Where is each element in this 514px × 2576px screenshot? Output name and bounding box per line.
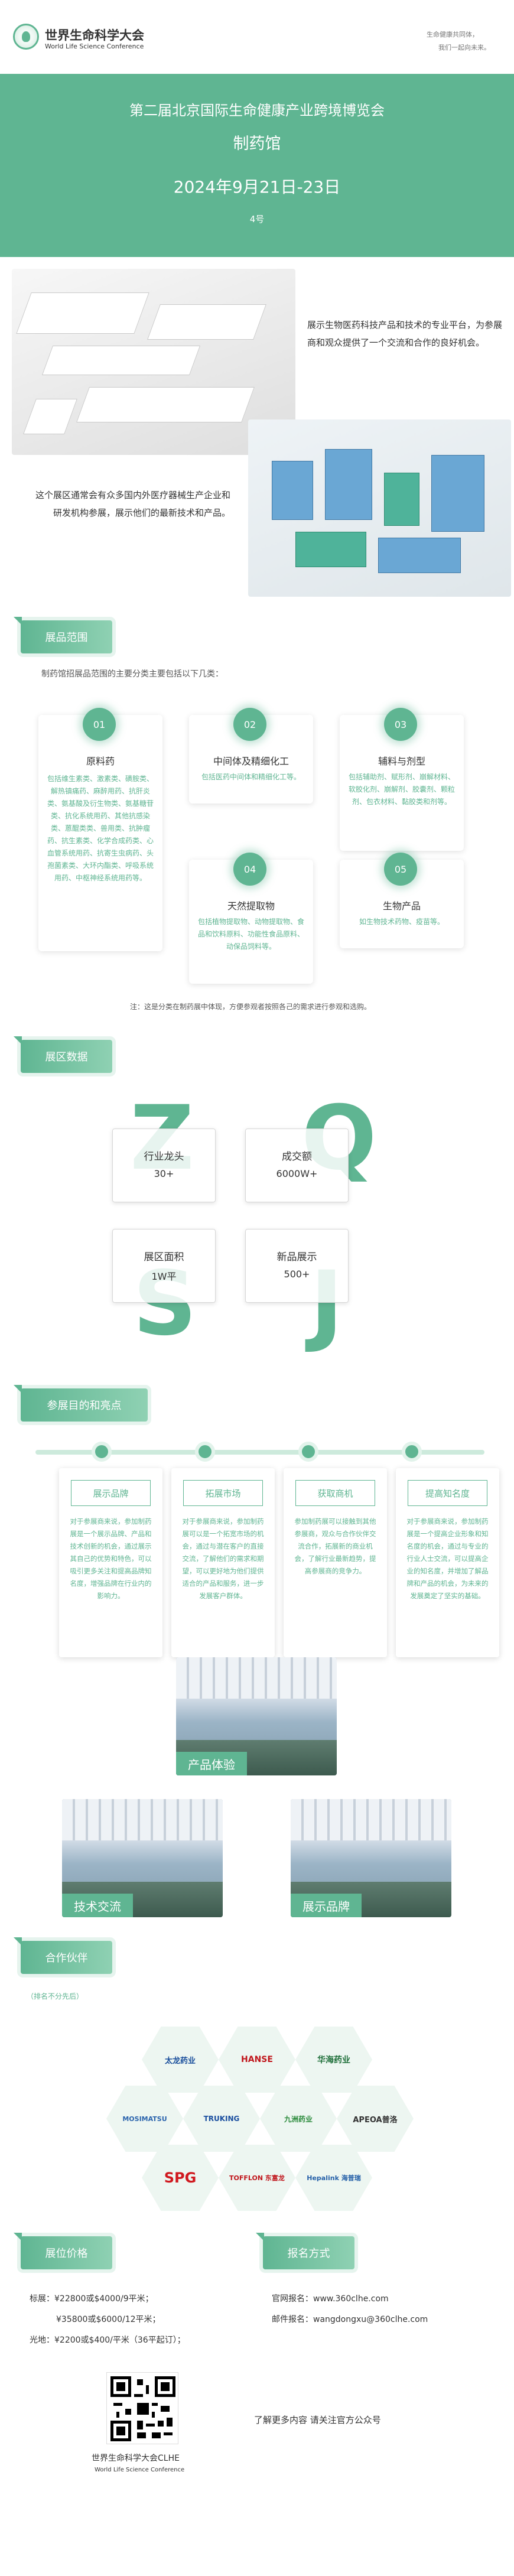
partner-logo: MOSIMATSU (106, 2086, 183, 2152)
partner-logo: 华海药业 (295, 2027, 372, 2093)
partner-logo: TOFFLON 东富龙 (219, 2145, 295, 2211)
factory-illustration-right (248, 419, 511, 597)
partner-logo: Hepalink 海普瑞 (295, 2145, 372, 2211)
qr-code (106, 2372, 178, 2444)
contact-mail: 邮件报名：wangdongxu@360clhe.com (272, 2315, 428, 2324)
slogan: 生命健康共同体， 我们一起向未来。 (427, 31, 490, 51)
contact-tag: 报名方式 (263, 2236, 354, 2269)
logo-icon (13, 24, 39, 50)
range-card-1: 01 原料药 包括维生素类、激素类、磺胺类、解热镇痛药、麻醉用药、抗肝炎类、氨基… (38, 708, 162, 951)
photo-brand-display: 展示品牌 (291, 1799, 451, 1917)
logo-subtitle: World Life Science Conference (45, 43, 144, 50)
intro-text-1: 展示生物医药科技产品和技术的专业平台，为参展商和观众提供了一个交流和合作的良好机… (307, 320, 503, 348)
purpose-card-3: 获取商机 参加制药展可以接触到其他参展商，观众与合作伙伴交流合作，拓展新的商业机… (284, 1468, 387, 1657)
price-line-1: 标展：¥22800或$4000/9平米； (30, 2294, 154, 2304)
stat-box-3: 展区面积 1W平 (112, 1229, 216, 1303)
range-card-3: 03 辅料与剂型 包括辅助剂、赋形剂、崩解材料、软胶化剂、崩解剂、胶囊剂、颗粒剂… (340, 708, 464, 851)
timeline-dot (92, 1442, 112, 1462)
email-link[interactable]: wangdongxu@360clhe.com (313, 2315, 428, 2324)
timeline-dot (298, 1442, 318, 1462)
range-lead: 制药馆招展品范围的主要分类主要包括以下几类： (41, 669, 223, 679)
purpose-card-4: 提高知名度 对于参展商来说，参加制药展是一个提高企业形象和知名度的机会，通过与专… (396, 1468, 499, 1657)
stat-box-4: 新品展示 500+ (245, 1229, 349, 1303)
footer-title: 世界生命科学大会CLHE (92, 2454, 180, 2463)
hero-banner: 第二届北京国际生命健康产业跨境博览会 制药馆 2024年9月21日-23日 4号 (0, 74, 514, 257)
intro-text-2: 这个展区通常会有众多国内外医疗器械生产企业和研发机构参展，展示他们的最新技术和产… (35, 490, 231, 518)
range-note: 注：这是分类在制药展中体现，方便参观者按照各己的需求进行参观和选购。 (130, 1003, 372, 1011)
partner-logo: TRUKING (183, 2086, 260, 2152)
stat-box-1: 行业龙头 30+ (112, 1128, 216, 1202)
data-tag: 展区数据 (21, 1040, 112, 1073)
partner-logo: 九洲药业 (260, 2086, 337, 2152)
contact-site: 官网报名：www.360clhe.com (272, 2294, 389, 2304)
range-card-2: 02 中间体及精细化工 包括医药中间体和精细化工等。 (189, 708, 313, 804)
venue: 4号 (249, 214, 265, 225)
logo-title: 世界生命科学大会 (45, 28, 144, 43)
purpose-card-1: 展示品牌 对于参展商来说，参加制药展是一个展示品牌、产品和技术创新的机会，通过展… (59, 1468, 162, 1657)
photo-product-experience: 产品体验 (176, 1657, 337, 1775)
partner-logo: 太龙药业 (142, 2027, 219, 2093)
price-line-2: ¥35800或$6000/12平米； (56, 2315, 161, 2324)
partner-logo: SPG (142, 2145, 219, 2211)
photo-tech-exchange: 技术交流 (62, 1799, 223, 1917)
stat-box-2: 成交额 6000W+ (245, 1128, 349, 1202)
partner-logos: 太龙药业 HANSE 华海药业 MOSIMATSU TRUKING 九洲药业 A… (106, 2027, 414, 2251)
partners-sub: （排名不分先后） (27, 1992, 84, 2001)
timeline-dot (195, 1442, 215, 1462)
timeline-dot (402, 1442, 422, 1462)
partners-tag: 合作伙伴 (21, 1941, 112, 1974)
purpose-tag: 参展目的和亮点 (21, 1388, 148, 1422)
event-date: 2024年9月21日-23日 (173, 177, 341, 197)
range-card-5: 05 生物产品 如生物技术药物、疫苗等。 (340, 853, 464, 948)
follow-text: 了解更多内容 请关注官方公众号 (254, 2415, 381, 2425)
range-tag: 展品范围 (21, 620, 112, 653)
purpose-card-2: 拓展市场 对于参展商来说，参加制药展可以是一个拓宽市场的机会，通过与潜在客户的直… (171, 1468, 275, 1657)
price-line-3: 光地：¥2200或$400/平米（36平起订）； (30, 2336, 186, 2345)
timeline (35, 1450, 484, 1455)
partner-logo: HANSE (219, 2027, 295, 2093)
range-card-4: 04 天然提取物 包括植物提取物、动物提取物、食品和饮料原料、功能性食品原料、动… (189, 853, 313, 984)
hall-name: 制药馆 (233, 135, 281, 153)
header: 世界生命科学大会 World Life Science Conference 生… (0, 0, 514, 74)
website-link[interactable]: www.360clhe.com (313, 2294, 389, 2304)
event-title: 第二届北京国际生命健康产业跨境博览会 (129, 102, 385, 119)
footer-subtitle: World Life Science Conference (95, 2467, 185, 2473)
price-tag: 展位价格 (21, 2236, 112, 2269)
partner-logo: APEOA普洛 (337, 2086, 414, 2152)
